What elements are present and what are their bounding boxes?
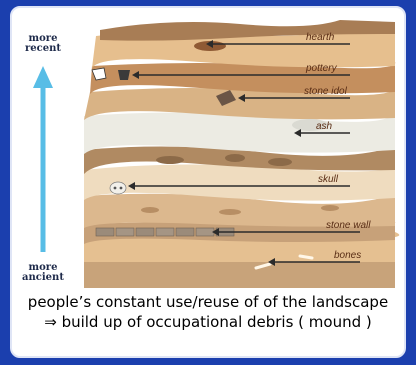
soil-layers: [84, 20, 399, 288]
caption-line-1: people’s constant use/reuse of of the la…: [16, 292, 400, 312]
skull-artifact: [110, 182, 126, 194]
time-arrow: [33, 66, 53, 252]
label-bones: bones: [334, 250, 361, 261]
layer-base: [84, 262, 395, 288]
axis-bottom-label-line2: ancient: [22, 272, 64, 283]
caption: people’s constant use/reuse of of the la…: [16, 292, 400, 332]
label-stone-idol: stone idol: [304, 86, 348, 97]
axis-top-label-line2: recent: [25, 43, 61, 54]
label-pottery: pottery: [305, 63, 338, 74]
label-stone-wall: stone wall: [326, 220, 371, 231]
label-skull: skull: [318, 174, 339, 185]
label-hearth: hearth: [306, 32, 335, 43]
caption-line-2: ⇒ build up of occupational debris ( moun…: [16, 312, 400, 332]
label-ash: ash: [316, 121, 333, 132]
